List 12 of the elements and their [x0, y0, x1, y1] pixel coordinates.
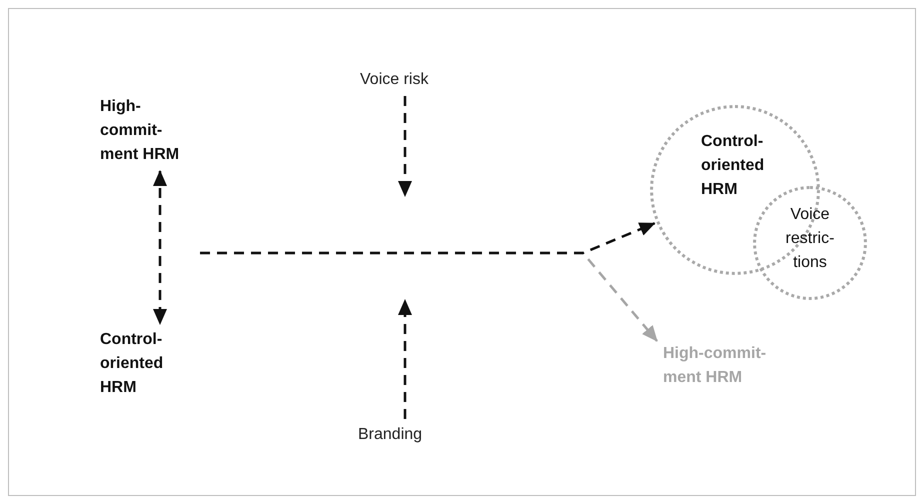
dashed-arrow	[153, 170, 167, 325]
dotted-circle	[753, 186, 867, 300]
dashed-arrow	[398, 299, 412, 419]
concept-label: High-commit- ment HRM	[663, 342, 788, 390]
circle-label: Voice restric- tions	[784, 205, 836, 273]
concept-label: High- commit- ment HRM	[100, 95, 190, 167]
dashed-arrow	[398, 96, 412, 197]
circle-label: Control- oriented HRM	[701, 132, 766, 200]
dashed-arrow	[200, 222, 656, 254]
concept-label: Voice risk	[360, 68, 460, 92]
concept-label: Branding	[358, 423, 458, 447]
concept-label: Control- oriented HRM	[100, 328, 184, 400]
